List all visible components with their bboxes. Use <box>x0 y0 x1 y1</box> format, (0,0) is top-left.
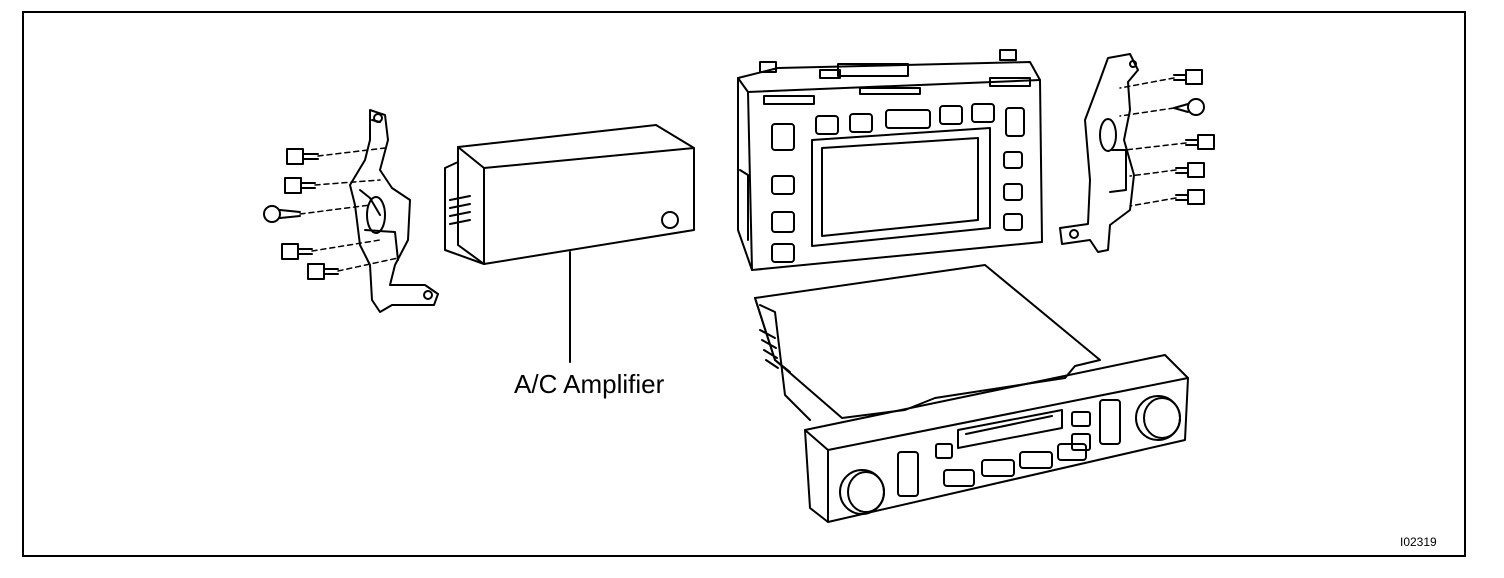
screw-icon <box>284 177 316 194</box>
screw-icon <box>1185 134 1215 150</box>
climate-control-unit <box>754 264 1189 523</box>
left-screws <box>263 147 399 280</box>
screw-icon <box>1173 69 1203 85</box>
screw-icon <box>263 205 301 223</box>
screw-icon <box>286 148 319 165</box>
right-bracket <box>1059 53 1139 253</box>
screw-icon <box>1175 162 1205 178</box>
ac-amplifier-box <box>444 124 695 265</box>
figure-code: I02319 <box>1400 535 1437 549</box>
display-panel <box>737 49 1043 271</box>
screw-icon <box>1175 189 1205 205</box>
amplifier-label: A/C Amplifier <box>514 369 665 399</box>
screw-icon <box>281 243 313 260</box>
figure-frame <box>22 11 1466 557</box>
screw-icon <box>1173 98 1205 116</box>
screw-icon <box>307 263 339 280</box>
right-screws <box>1119 69 1215 207</box>
left-bracket <box>349 109 439 313</box>
